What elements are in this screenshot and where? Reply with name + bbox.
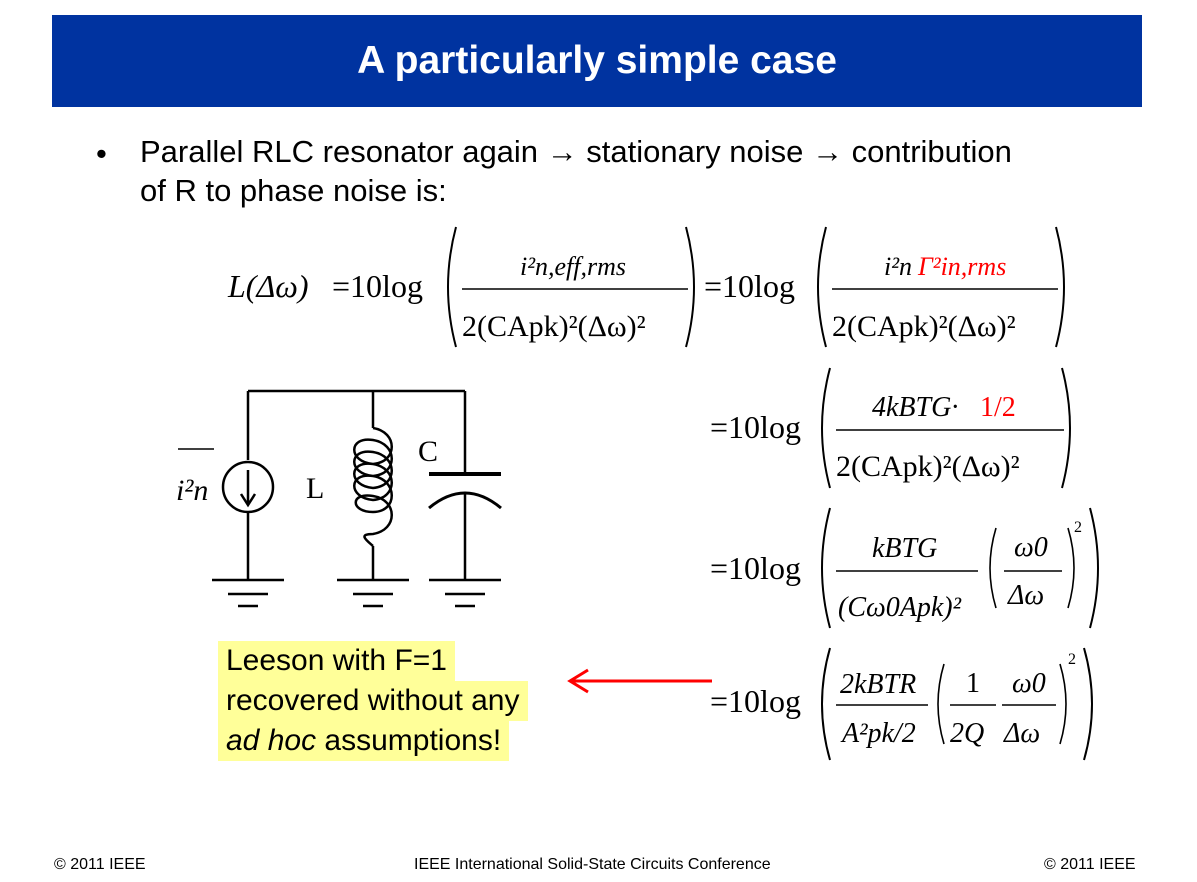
left-paren	[821, 507, 831, 629]
equation-4: =10log kBTG (Cω0Apk)² ω0 Δω 2	[710, 507, 1099, 629]
eq5-f1-numerator: 1	[966, 668, 980, 699]
eq5-10log: =10log	[710, 683, 801, 719]
left-paren	[447, 226, 457, 348]
eq3-numerator-red: 1/2	[980, 392, 1016, 423]
eq4-inner-denominator: Δω	[1007, 580, 1044, 611]
footer-center: IEEE International Solid-State Circuits …	[414, 856, 771, 873]
bullet-marker: •	[96, 136, 107, 171]
left-paren	[821, 647, 831, 761]
eq4-inner-numerator: ω0	[1014, 532, 1048, 563]
eq5-denominator: A²pk/2	[840, 718, 916, 749]
right-paren	[1083, 647, 1093, 761]
lhs-text: L(Δω)	[227, 268, 308, 304]
callout-italic: ad hoc	[226, 724, 317, 757]
right-paren	[1055, 226, 1065, 348]
eq2-denominator: 2(CApk)²(Δω)²	[832, 310, 1016, 343]
eq1-denominator: 2(CApk)²(Δω)²	[462, 310, 646, 343]
eq2-numerator-red: Γ²in,rms	[917, 252, 1006, 281]
source-label: i²n	[176, 474, 208, 507]
callout-line2: recovered without any	[218, 681, 528, 721]
eq3-denominator: 2(CApk)²(Δω)²	[836, 450, 1020, 483]
left-paren	[821, 367, 831, 489]
left-paren	[817, 226, 827, 348]
inductor-coil-icon	[353, 426, 393, 547]
callout-rest: assumptions!	[316, 724, 502, 757]
inner-left-paren	[937, 663, 945, 745]
inner-right-paren	[1059, 663, 1067, 745]
footer-right: © 2011 IEEE	[1044, 856, 1136, 873]
callout-arrow	[567, 668, 712, 694]
eq5-f1-denominator: 2Q	[950, 718, 984, 749]
right-paren	[1089, 507, 1099, 629]
rlc-circuit	[212, 389, 502, 608]
eq3-10log: =10log	[710, 409, 801, 445]
slide-title: A particularly simple case	[357, 39, 837, 82]
title-bar: A particularly simple case	[52, 15, 1142, 107]
inner-right-paren	[1067, 527, 1075, 609]
eq5-f2-numerator: ω0	[1012, 668, 1046, 699]
capacitor-label: C	[418, 435, 438, 468]
exponent: 2	[1068, 651, 1076, 668]
equation-1: L(Δω) =10log i²n,eff,rms 2(CApk)²(Δω)²	[227, 226, 695, 348]
footer-left: © 2011 IEEE	[54, 856, 146, 873]
right-paren	[1061, 367, 1071, 489]
eq4-10log: =10log	[710, 550, 801, 586]
arrow-left-icon	[567, 668, 589, 694]
eq2-numerator-black: i²n	[884, 252, 912, 281]
eq1-10log: =10log	[332, 268, 423, 304]
eq5-f2-denominator: Δω	[1003, 718, 1040, 749]
eq1-numerator: i²n,eff,rms	[520, 252, 626, 281]
eq3-numerator-black: 4kBTG·	[872, 392, 958, 423]
callout-line3: ad hoc assumptions!	[218, 721, 510, 761]
right-paren	[685, 226, 695, 348]
equation-5: =10log 2kBTR A²pk/2 1 2Q ω0 Δω 2	[710, 647, 1093, 761]
inner-left-paren	[989, 527, 997, 609]
eq5-numerator: 2kBTR	[840, 669, 916, 700]
inductor-label: L	[306, 472, 324, 505]
exponent: 2	[1074, 519, 1082, 536]
eq2-10log: =10log	[704, 268, 795, 304]
eq4-numerator: kBTG	[872, 533, 937, 564]
callout-line1: Leeson with F=1	[218, 641, 455, 681]
equation-2: =10log i²n Γ²in,rms 2(CApk)²(Δω)²	[704, 226, 1065, 348]
bullet-text-line2: of R to phase noise is:	[140, 173, 447, 208]
equation-3: =10log 4kBTG· 1/2 2(CApk)²(Δω)²	[710, 367, 1071, 489]
eq4-denominator: (Cω0Apk)²	[838, 592, 962, 623]
circuit-labels: i²n L C	[176, 435, 438, 507]
bullet-text-line1: Parallel RLC resonator again → stationar…	[140, 134, 1012, 169]
arrow-down-icon	[239, 493, 257, 508]
